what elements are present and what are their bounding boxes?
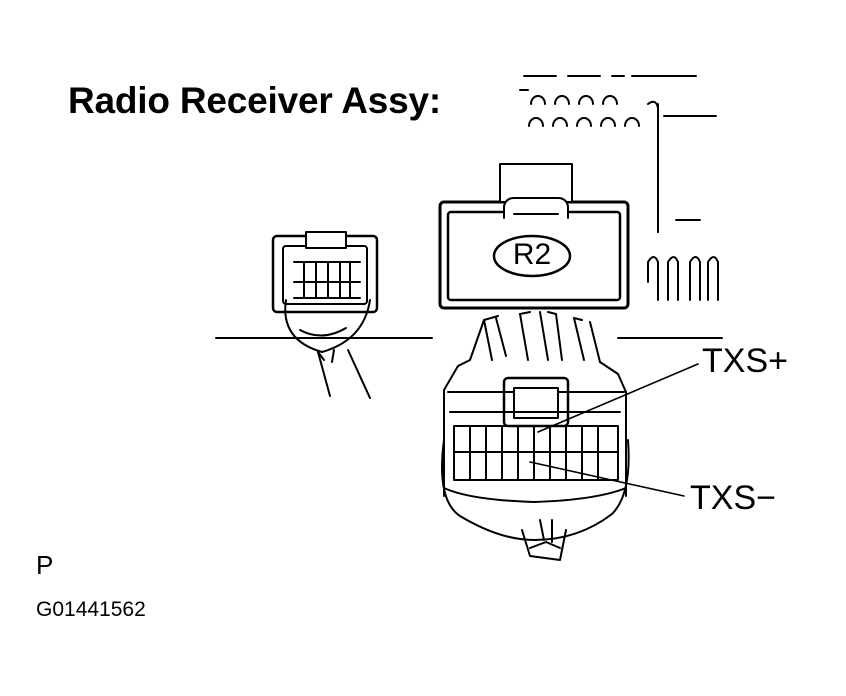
txs-plus-leader-line xyxy=(537,363,699,433)
txs-minus-label: TXS− xyxy=(690,479,776,517)
r2-plug-connector xyxy=(441,311,630,561)
small-connector xyxy=(271,231,379,399)
radio-unit-outline xyxy=(519,75,719,301)
code-letter: P xyxy=(36,550,54,580)
r2-connector-receptacle xyxy=(438,163,630,310)
figure-id: G01441562 xyxy=(36,598,146,621)
r2-connector-label: R2 xyxy=(512,238,552,271)
txs-minus-leader-line xyxy=(529,461,685,497)
diagram-title: Radio Receiver Assy: xyxy=(68,80,442,121)
txs-plus-label: TXS+ xyxy=(702,342,788,380)
